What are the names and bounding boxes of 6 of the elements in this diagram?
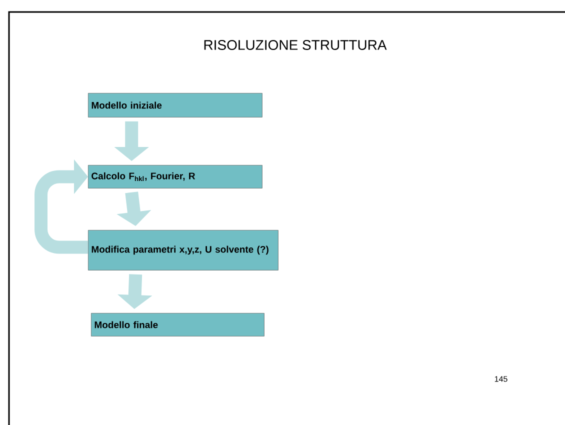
process-box: Modello finale — [91, 313, 264, 336]
process-box: Modifica parametri x,y,z, U solvente (?) — [88, 230, 278, 270]
process-box: Modello iniziale — [88, 93, 262, 118]
slide-title: RISOLUZIONE STRUTTURA — [204, 40, 387, 50]
page-number: 145 — [494, 376, 508, 382]
process-box: Calcolo F$_{hkl}$, Fourier, R — [88, 165, 262, 188]
